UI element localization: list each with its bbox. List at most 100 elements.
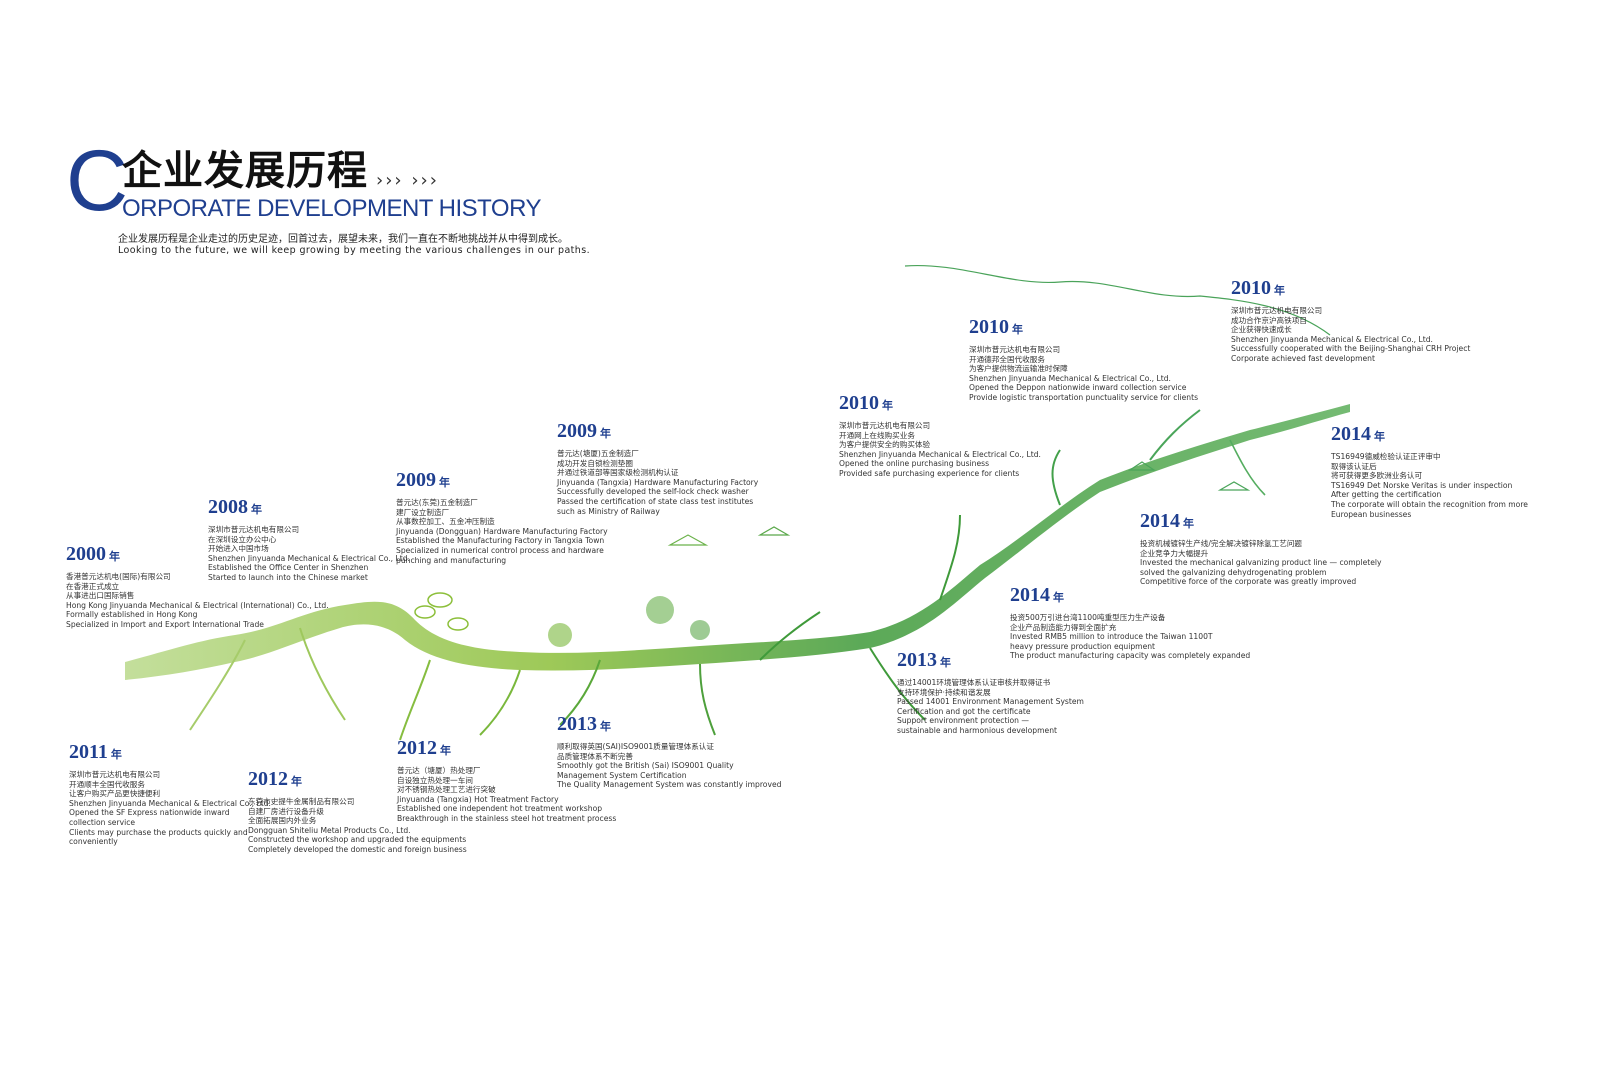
- event-line: TS16949 Det Norske Veritas is under insp…: [1331, 480, 1513, 490]
- event-year-suffix: 年: [882, 399, 893, 412]
- event-line: 投资500万引进台湾1100吨重型压力生产设备: [1010, 613, 1166, 622]
- event-line: Certification and got the certificate: [897, 706, 1031, 716]
- event-year-number: 2009: [396, 469, 436, 491]
- event-line: The Quality Management System was consta…: [557, 780, 782, 790]
- event-year-number: 2014: [1140, 510, 1180, 532]
- event-year-number: 2013: [557, 713, 597, 735]
- event-year-number: 2012: [248, 768, 288, 790]
- event-line: 并通过铁道部等国家级检测机构认证: [557, 468, 679, 478]
- intro-text-cn: 企业发展历程是企业走过的历史足迹，回首过去，展望未来，我们一直在不断地挑战并从中…: [118, 234, 568, 245]
- event-line: 香港普元达机电(国际)有限公司: [66, 572, 171, 581]
- event-line: Established the Office Center in Shenzhe…: [208, 563, 369, 573]
- event-year-suffix: 年: [109, 550, 120, 563]
- event-line: collection service: [69, 817, 136, 827]
- event-line: 企业竞争力大幅提升: [1140, 548, 1209, 558]
- hill-2: [757, 526, 791, 536]
- event-line: 深圳市普元达机电有限公司: [839, 421, 931, 430]
- event-line: Successfully developed the self-lock che…: [557, 487, 749, 497]
- event-year-number: 2010: [1231, 277, 1271, 299]
- event-line: Competitive force of the corporate was g…: [1140, 577, 1357, 587]
- event-line: 自设独立热处理一车间: [397, 775, 473, 785]
- event-line: 开通网上在线购买业务: [839, 430, 915, 440]
- event-line: The product manufacturing capacity was c…: [1010, 651, 1251, 661]
- event-line: Hong Kong Jinyuanda Mechanical & Electri…: [66, 600, 329, 610]
- event-year-suffix: 年: [440, 744, 451, 757]
- tree-cluster-3: [690, 620, 710, 640]
- event-line: 企业产品制造能力得到全面扩充: [1010, 622, 1117, 632]
- hill-1: [667, 534, 709, 546]
- event-line: 让客户购买产品更快捷便利: [69, 789, 161, 799]
- page-title-en: ORPORATE DEVELOPMENT HISTORY: [122, 195, 541, 222]
- event-year-suffix: 年: [1374, 430, 1385, 443]
- event-line: 企业获得快速成长: [1231, 325, 1292, 335]
- tributary-5: [559, 659, 601, 726]
- event-line: 普元达(塘厦)五金制造厂: [557, 449, 639, 458]
- event-line: 东莞市史提牛金属制品有限公司: [248, 797, 355, 806]
- event-line: 自建厂房进行设备升级: [248, 806, 324, 816]
- event-line: Specialized in numerical control process…: [396, 545, 604, 555]
- event-line: Started to launch into the Chinese marke…: [208, 572, 368, 582]
- event-year-suffix: 年: [251, 503, 262, 516]
- event-line: 开通顺丰全国代收服务: [69, 779, 145, 789]
- event-year-number: 2010: [969, 316, 1009, 338]
- event-line: 投资机械镀锌生产线/完全解决镀锌除氢工艺问题: [1140, 539, 1303, 548]
- event-line: solved the galvanizing dehydrogenating p…: [1140, 567, 1327, 577]
- event-year-suffix: 年: [1183, 517, 1194, 530]
- tributary-6: [699, 663, 716, 736]
- event-line: Breakthrough in the stainless steel hot …: [397, 813, 617, 823]
- event-line: 深圳市普元达机电有限公司: [969, 345, 1061, 354]
- island-1: [414, 605, 436, 619]
- event-year-number: 2014: [1010, 584, 1050, 606]
- event-line: 成功开发自锁检测垫圈: [557, 458, 633, 468]
- event-line: Constructed the workshop and upgraded th…: [248, 835, 467, 845]
- tributary-12: [1229, 439, 1266, 496]
- event-line: 建厂设立制造厂: [396, 507, 450, 517]
- title-arrows: ››› ›››: [376, 170, 439, 191]
- event-line: Opened the SF Express nationwide inward: [69, 808, 230, 818]
- mountain-outline: [904, 264, 1331, 336]
- event-line: European businesses: [1331, 509, 1412, 519]
- event-line: Shenzhen Jinyuanda Mechanical & Electric…: [839, 449, 1041, 459]
- event-year-number: 2000: [66, 543, 106, 565]
- event-year-number: 2011: [69, 741, 108, 763]
- event-line: Successfully cooperated with the Beijing…: [1231, 344, 1471, 354]
- event-line: 将可获得更多欧洲业务认可: [1331, 471, 1423, 481]
- tributary-2: [299, 627, 346, 721]
- event-line: Provided safe purchasing experience for …: [839, 468, 1020, 478]
- event-year-suffix: 年: [1274, 284, 1285, 297]
- event-line: 在深圳设立办公中心: [208, 534, 277, 544]
- event-year-suffix: 年: [1012, 323, 1023, 336]
- tributary-11: [1149, 409, 1201, 461]
- event-line: 在香港正式成立: [66, 581, 120, 591]
- hill-4: [1217, 481, 1251, 491]
- page-title-cn: 企业发展历程: [122, 148, 368, 194]
- tributary-3: [399, 659, 431, 741]
- event-line: 从事数控加工、五金冲压制造: [396, 517, 495, 527]
- event-line: Provide logistic transportation punctual…: [969, 392, 1199, 402]
- event-line: Formally established in Hong Kong: [66, 610, 198, 620]
- event-line: 普元达(东莞)五金制造厂: [396, 498, 478, 507]
- event-line: punching and manufacturing: [396, 555, 507, 565]
